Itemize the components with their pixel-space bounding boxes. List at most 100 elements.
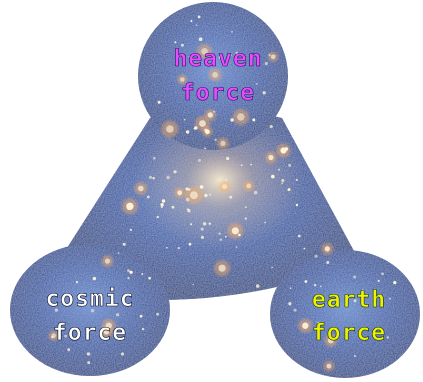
star — [389, 298, 391, 300]
star — [288, 164, 291, 167]
star — [201, 228, 204, 231]
star — [304, 248, 306, 250]
star — [140, 315, 143, 318]
star — [245, 217, 247, 219]
star — [204, 194, 207, 197]
star — [129, 271, 132, 274]
star — [204, 129, 207, 132]
star — [327, 364, 332, 369]
star — [393, 281, 396, 284]
star — [282, 151, 284, 153]
cosmic-label-line2: force — [53, 320, 127, 346]
star — [305, 280, 308, 283]
star — [230, 118, 233, 121]
heaven-label-line2: force — [181, 80, 255, 106]
star — [127, 277, 129, 279]
star — [290, 287, 292, 289]
star — [237, 113, 244, 120]
star — [219, 265, 226, 272]
star — [222, 184, 227, 189]
star — [271, 267, 273, 269]
star — [76, 281, 78, 283]
star — [219, 233, 221, 235]
star — [225, 179, 227, 181]
star — [353, 276, 356, 279]
star — [87, 361, 90, 364]
star — [203, 222, 206, 225]
star — [281, 182, 283, 184]
star — [189, 243, 192, 246]
star — [278, 169, 280, 171]
star — [213, 111, 215, 113]
star — [288, 188, 291, 191]
star — [192, 284, 194, 286]
star — [246, 184, 251, 189]
star — [263, 91, 266, 94]
star — [105, 259, 110, 264]
star — [199, 120, 206, 127]
star — [288, 302, 291, 305]
star — [264, 222, 266, 224]
star — [265, 62, 268, 65]
star — [93, 277, 96, 280]
star — [241, 164, 243, 166]
heaven-label-line1: heaven — [173, 46, 262, 72]
star — [116, 313, 119, 316]
star — [378, 280, 380, 282]
star — [138, 186, 144, 192]
star — [209, 223, 211, 225]
star — [296, 179, 298, 181]
star — [298, 235, 301, 238]
star — [153, 157, 156, 160]
star — [254, 191, 258, 195]
star — [209, 194, 211, 196]
star — [186, 188, 189, 191]
star — [174, 170, 177, 173]
star — [123, 243, 126, 246]
star — [190, 191, 198, 199]
star — [152, 177, 154, 179]
star — [294, 309, 297, 312]
star — [186, 198, 189, 201]
star — [226, 157, 229, 160]
star — [238, 234, 241, 237]
star — [130, 229, 132, 231]
star — [184, 119, 186, 121]
star — [166, 125, 174, 133]
star — [354, 355, 356, 357]
star — [204, 147, 206, 149]
star — [190, 20, 192, 22]
star — [172, 206, 175, 209]
star — [285, 147, 288, 150]
star — [194, 126, 197, 129]
star — [174, 41, 176, 43]
star — [302, 323, 308, 329]
star — [232, 227, 239, 234]
star — [148, 277, 151, 280]
star — [190, 223, 192, 225]
star — [296, 204, 298, 206]
star — [160, 203, 163, 206]
star — [142, 328, 144, 330]
star — [147, 196, 150, 199]
star — [158, 101, 161, 104]
star — [196, 24, 198, 26]
star — [214, 139, 216, 141]
star — [157, 216, 159, 218]
star — [225, 236, 227, 238]
star — [201, 236, 204, 239]
star — [250, 164, 252, 166]
earth-bubble — [270, 250, 420, 378]
star — [220, 239, 222, 241]
star — [212, 72, 218, 78]
star — [245, 206, 247, 208]
star — [166, 247, 168, 249]
star — [198, 159, 201, 162]
star — [121, 352, 124, 355]
star — [326, 261, 329, 264]
star — [270, 125, 273, 128]
star — [256, 284, 260, 288]
star — [166, 176, 169, 179]
